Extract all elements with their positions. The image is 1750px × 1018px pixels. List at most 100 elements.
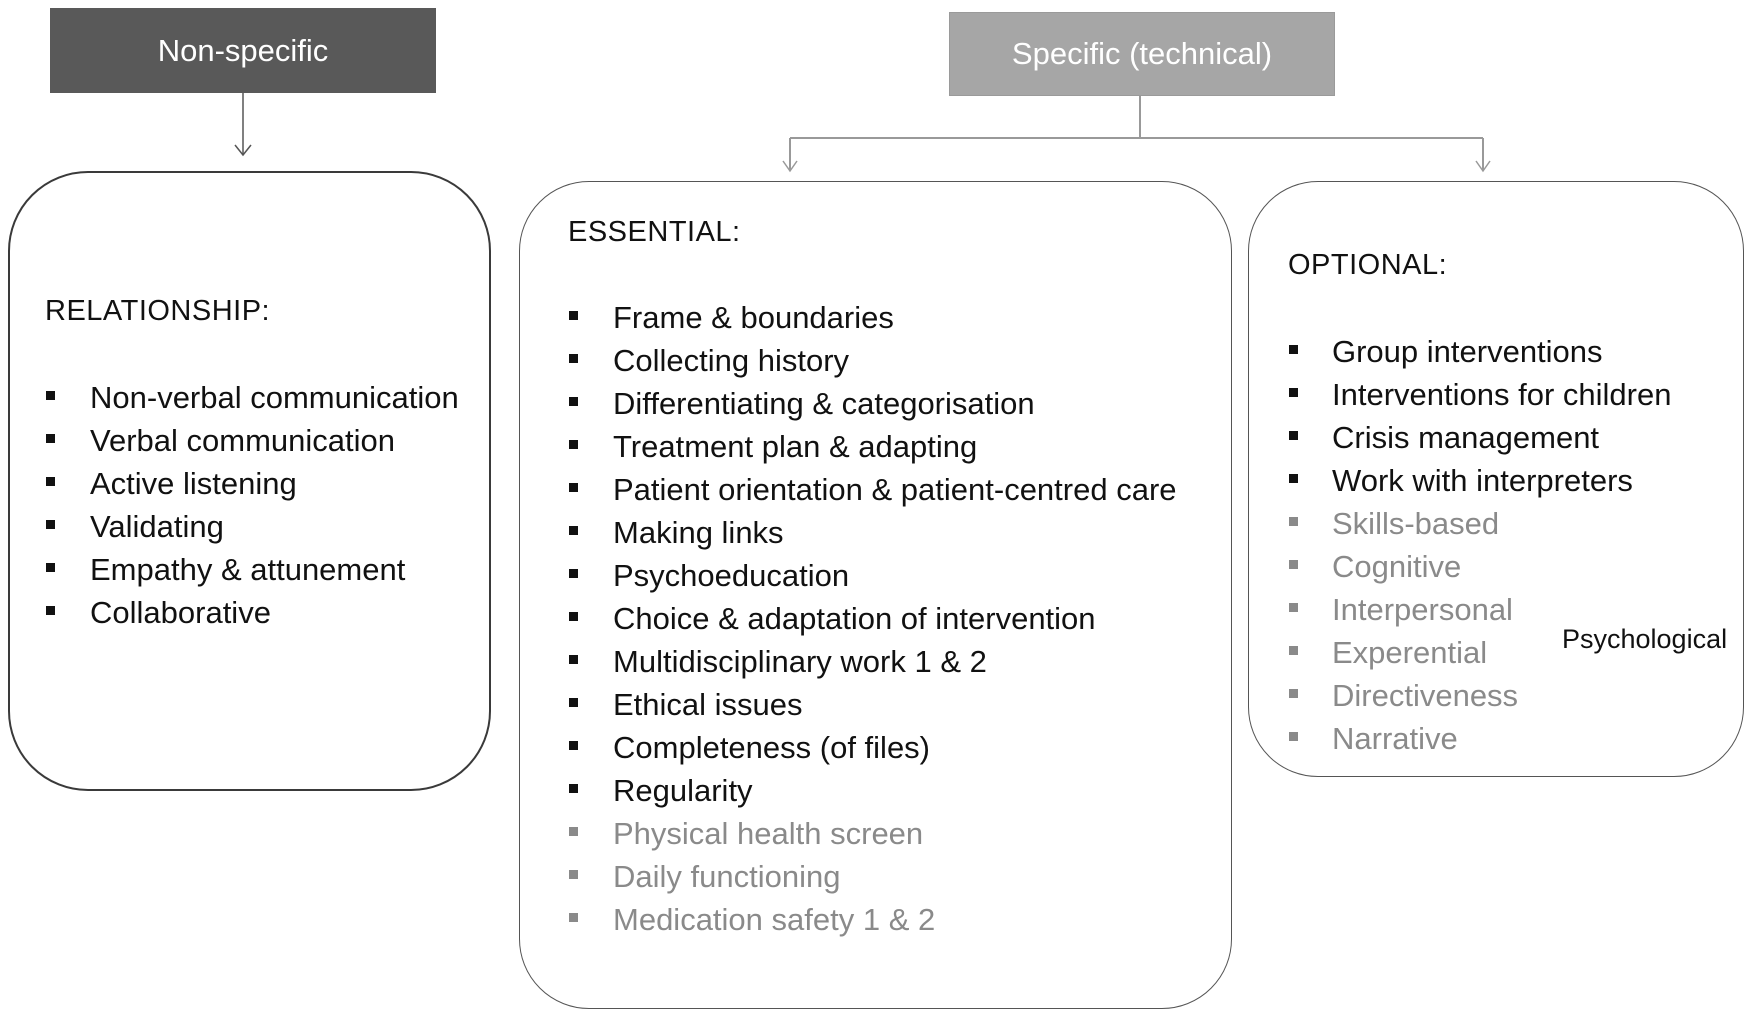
optional-item-label: Skills-based bbox=[1332, 506, 1500, 541]
square-bullet-icon bbox=[46, 391, 55, 400]
square-bullet-icon bbox=[46, 477, 55, 486]
essential-item-label: Treatment plan & adapting bbox=[613, 429, 978, 464]
square-bullet-icon bbox=[1289, 732, 1298, 741]
essential-item: Frame & boundaries bbox=[568, 296, 1208, 339]
relationship-item: Verbal communication bbox=[45, 419, 465, 462]
psychological-label: Psychological bbox=[1562, 624, 1728, 654]
essential-item: Multidisciplinary work 1 & 2 bbox=[568, 640, 1208, 683]
relationship-item-label: Empathy & attunement bbox=[90, 552, 406, 587]
square-bullet-icon bbox=[1289, 560, 1298, 569]
square-bullet-icon bbox=[569, 526, 578, 535]
optional-item-label: Interventions for children bbox=[1332, 377, 1672, 412]
square-bullet-icon bbox=[1289, 474, 1298, 483]
square-bullet-icon bbox=[569, 655, 578, 664]
essential-item: Making links bbox=[568, 511, 1208, 554]
optional-box bbox=[1248, 181, 1744, 777]
arrow-optional-head bbox=[1475, 160, 1491, 173]
optional-item: Cognitive bbox=[1288, 545, 1728, 588]
square-bullet-icon bbox=[46, 606, 55, 615]
square-bullet-icon bbox=[569, 612, 578, 621]
optional-title: OPTIONAL: bbox=[1288, 249, 1448, 281]
essential-item-label: Daily functioning bbox=[613, 859, 841, 894]
optional-item-label: Cognitive bbox=[1332, 549, 1462, 584]
specific-header: Specific (technical) bbox=[949, 12, 1335, 96]
square-bullet-icon bbox=[1289, 689, 1298, 698]
square-bullet-icon bbox=[1289, 431, 1298, 440]
square-bullet-icon bbox=[1289, 646, 1298, 655]
essential-item-label: Ethical issues bbox=[613, 687, 803, 722]
optional-item: Skills-based bbox=[1288, 502, 1728, 545]
optional-item: Narrative bbox=[1288, 717, 1728, 760]
square-bullet-icon bbox=[569, 784, 578, 793]
optional-item-label: Crisis management bbox=[1332, 420, 1600, 455]
relationship-item-label: Non-verbal communication bbox=[90, 380, 459, 415]
square-bullet-icon bbox=[569, 870, 578, 879]
relationship-item: Empathy & attunement bbox=[45, 548, 465, 591]
essential-item: Daily functioning bbox=[568, 855, 1208, 898]
square-bullet-icon bbox=[569, 483, 578, 492]
relationship-item: Validating bbox=[45, 505, 465, 548]
optional-item-label: Interpersonal bbox=[1332, 592, 1513, 627]
essential-item-label: Patient orientation & patient-centred ca… bbox=[613, 472, 1177, 507]
square-bullet-icon bbox=[569, 311, 578, 320]
essential-item-label: Psychoeducation bbox=[613, 558, 850, 593]
square-bullet-icon bbox=[569, 827, 578, 836]
optional-item: Interventions for children bbox=[1288, 373, 1728, 416]
optional-item-label: Experential bbox=[1332, 635, 1488, 670]
essential-item-label: Choice & adaptation of intervention bbox=[613, 601, 1096, 636]
square-bullet-icon bbox=[569, 397, 578, 406]
essential-item-label: Physical health screen bbox=[613, 816, 924, 851]
square-bullet-icon bbox=[569, 569, 578, 578]
essential-item: Physical health screen bbox=[568, 812, 1208, 855]
relationship-item-label: Verbal communication bbox=[90, 423, 395, 458]
essential-box bbox=[519, 181, 1232, 1009]
square-bullet-icon bbox=[569, 440, 578, 449]
square-bullet-icon bbox=[1289, 388, 1298, 397]
essential-item: Psychoeducation bbox=[568, 554, 1208, 597]
essential-item: Treatment plan & adapting bbox=[568, 425, 1208, 468]
relationship-box bbox=[8, 171, 491, 791]
essential-item: Patient orientation & patient-centred ca… bbox=[568, 468, 1208, 511]
essential-item-label: Regularity bbox=[613, 773, 753, 808]
square-bullet-icon bbox=[46, 520, 55, 529]
relationship-item: Non-verbal communication bbox=[45, 376, 465, 419]
essential-item: Differentiating & categorisation bbox=[568, 382, 1208, 425]
square-bullet-icon bbox=[46, 434, 55, 443]
optional-item: Work with interpreters bbox=[1288, 459, 1728, 502]
square-bullet-icon bbox=[569, 698, 578, 707]
square-bullet-icon bbox=[1289, 517, 1298, 526]
optional-item: Crisis management bbox=[1288, 416, 1728, 459]
arrow-essential-head bbox=[782, 160, 798, 173]
optional-item-label: Work with interpreters bbox=[1332, 463, 1633, 498]
essential-item: Regularity bbox=[568, 769, 1208, 812]
optional-item-label: Directiveness bbox=[1332, 678, 1519, 713]
nonspecific-header-label: Non-specific bbox=[157, 32, 329, 68]
square-bullet-icon bbox=[1289, 603, 1298, 612]
nonspecific-header: Non-specific bbox=[50, 8, 436, 93]
arrow-nonspecific-head bbox=[234, 144, 252, 157]
optional-item: Experential bbox=[1288, 631, 1728, 674]
essential-title: ESSENTIAL: bbox=[568, 216, 741, 248]
relationship-item-label: Active listening bbox=[90, 466, 297, 501]
optional-item-label: Narrative bbox=[1332, 721, 1458, 756]
square-bullet-icon bbox=[569, 913, 578, 922]
optional-item: Group interventions bbox=[1288, 330, 1728, 373]
essential-item: Completeness (of files) bbox=[568, 726, 1208, 769]
relationship-item-label: Collaborative bbox=[90, 595, 271, 630]
optional-item: Directiveness bbox=[1288, 674, 1728, 717]
essential-item: Collecting history bbox=[568, 339, 1208, 382]
optional-item-label: Group interventions bbox=[1332, 334, 1603, 369]
essential-item-label: Frame & boundaries bbox=[613, 300, 894, 335]
square-bullet-icon bbox=[1289, 345, 1298, 354]
essential-item-label: Multidisciplinary work 1 & 2 bbox=[613, 644, 987, 679]
essential-item: Ethical issues bbox=[568, 683, 1208, 726]
square-bullet-icon bbox=[569, 354, 578, 363]
essential-item-label: Differentiating & categorisation bbox=[613, 386, 1035, 421]
optional-item: Interpersonal bbox=[1288, 588, 1728, 631]
square-bullet-icon bbox=[46, 563, 55, 572]
relationship-item: Collaborative bbox=[45, 591, 465, 634]
essential-item: Medication safety 1 & 2 bbox=[568, 898, 1208, 941]
relationship-title: RELATIONSHIP: bbox=[45, 295, 271, 327]
